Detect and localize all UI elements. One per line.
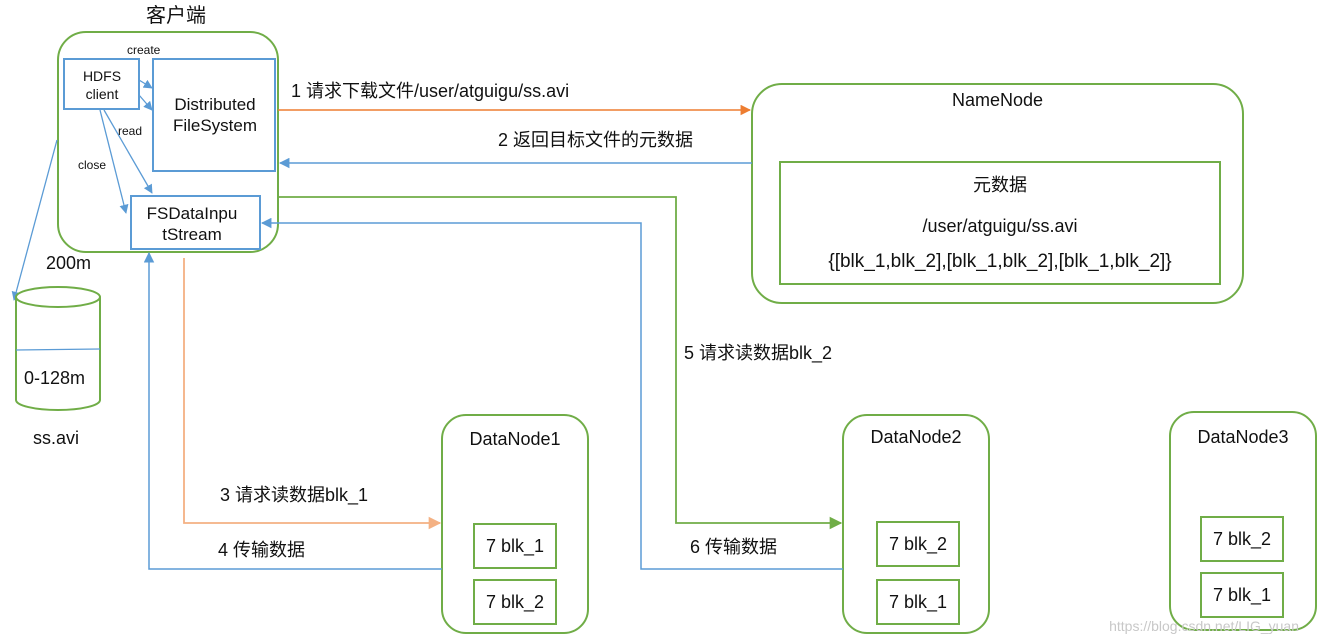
create-arrow	[138, 79, 153, 89]
close-label: close	[78, 158, 107, 172]
arrow-5	[278, 196, 843, 530]
read-arrow	[103, 109, 153, 194]
datanode3-title: DataNode3	[1197, 427, 1289, 447]
metadata-blocks: {[blk_1,blk_2],[blk_1,blk_2],[blk_1,blk_…	[828, 251, 1172, 272]
dfs-box	[152, 58, 276, 172]
arrow-1-label: 1 请求下载文件/user/atguigu/ss.avi	[291, 81, 570, 101]
namenode-title: NameNode	[951, 90, 1044, 110]
dn2-block-1-label: 7 blk_2	[888, 534, 948, 554]
create-arrow-2	[138, 94, 153, 111]
arrow-5-label: 5 请求读数据blk_2	[684, 343, 833, 363]
metadata-box	[779, 161, 1221, 285]
storage-size: 200m	[46, 253, 92, 273]
dn3-block-2	[1200, 572, 1284, 618]
metadata-title: 元数据	[973, 175, 1027, 195]
dn2-block-1	[876, 521, 960, 567]
dn3-block-1-label: 7 blk_2	[1212, 529, 1272, 549]
close-arrow	[99, 109, 129, 214]
dn2-block-2-label: 7 blk_1	[888, 592, 948, 612]
arrow-3	[183, 258, 442, 530]
read-label: read	[118, 124, 143, 138]
create-label: create	[127, 43, 161, 57]
dn3-block-2-label: 7 blk_1	[1212, 585, 1272, 605]
hdfs-client-label: HDFS client	[82, 68, 122, 102]
write-storage-arrow	[11, 139, 58, 301]
dn1-block-2-label: 7 blk_2	[485, 592, 545, 612]
client-title: 客户端	[146, 5, 206, 27]
datanode2-title: DataNode2	[870, 427, 962, 447]
fsdis-label: FSDataInpu tStream	[146, 204, 238, 244]
storage-file: ss.avi	[33, 428, 80, 448]
arrow-6-label: 6 传输数据	[690, 537, 778, 557]
datanode1-title: DataNode1	[469, 429, 561, 449]
dn1-block-1-label: 7 blk_1	[485, 536, 545, 556]
dn1-block-1	[473, 523, 557, 569]
metadata-path: /user/atguigu/ss.avi	[922, 216, 1078, 236]
storage-cylinder	[15, 286, 101, 411]
dn3-block-1	[1200, 516, 1284, 562]
fsdis-box	[130, 195, 261, 250]
hdfs-client-box	[63, 58, 140, 110]
dn2-block-2	[876, 579, 960, 625]
dfs-label: Distributed FileSystem	[172, 95, 258, 135]
storage-range: 0-128m	[24, 368, 86, 388]
arrow-2-label: 2 返回目标文件的元数据	[498, 130, 694, 150]
dn1-block-2	[473, 579, 557, 625]
arrow-6	[260, 217, 843, 570]
arrow-4	[143, 251, 442, 570]
arrow-3-label: 3 请求读数据blk_1	[220, 485, 369, 505]
arrow-4-label: 4 传输数据	[218, 540, 306, 560]
watermark-text: https://blog.csdn.net/LIG_yuan	[1109, 618, 1299, 634]
